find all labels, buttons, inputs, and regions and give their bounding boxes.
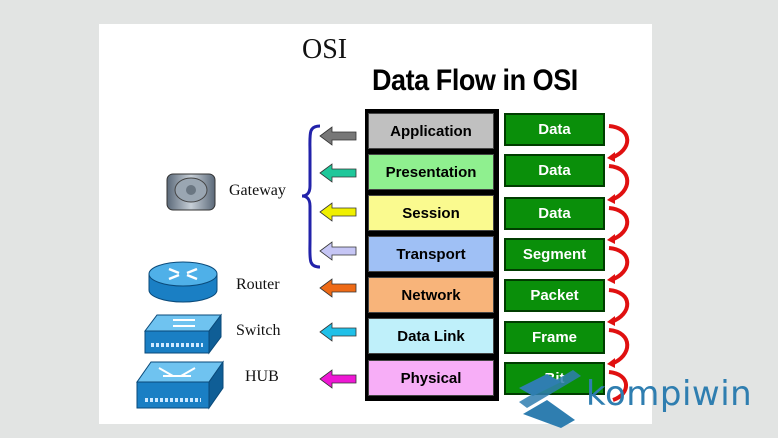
- gateway-device-icon: [166, 173, 216, 211]
- pdu-network: Packet: [504, 279, 605, 312]
- pdu-datalink: Frame: [504, 321, 605, 354]
- switch-device-icon: [144, 313, 222, 355]
- layer-session: Session: [368, 195, 494, 231]
- presentation-arrow: [319, 163, 357, 183]
- switch-label: Switch: [236, 322, 281, 339]
- osi-label: OSI: [302, 34, 348, 65]
- data-flow-curved-arrows-icon: [607, 124, 630, 402]
- kompiwin-logo-text: kompiwin: [586, 374, 753, 414]
- network-arrow: [319, 278, 357, 298]
- hub-device-icon: [136, 360, 224, 410]
- router-label: Router: [236, 276, 280, 293]
- session-arrow: [319, 202, 357, 222]
- gateway-brace: [301, 124, 321, 269]
- layer-datalink: Data Link: [368, 318, 494, 354]
- pdu-presentation: Data: [504, 154, 605, 187]
- pdu-application: Data: [504, 113, 605, 146]
- layer-application: Application: [368, 113, 494, 149]
- router-device-icon: [148, 261, 218, 303]
- transport-arrow: [319, 241, 357, 261]
- datalink-arrow: [319, 322, 357, 342]
- pdu-session: Data: [504, 197, 605, 230]
- pdu-transport: Segment: [504, 238, 605, 271]
- layer-network: Network: [368, 277, 494, 313]
- application-arrow: [319, 126, 357, 146]
- kompiwin-logo-icon: [519, 370, 581, 428]
- physical-arrow: [319, 369, 357, 389]
- gateway-label: Gateway: [229, 182, 286, 199]
- slide-canvas: OSI Data Flow in OSI Gateway Router Swit…: [99, 24, 652, 424]
- hub-label: HUB: [245, 368, 279, 385]
- layer-presentation: Presentation: [368, 154, 494, 190]
- layer-transport: Transport: [368, 236, 494, 272]
- layer-physical: Physical: [368, 360, 494, 396]
- diagram-title: Data Flow in OSI: [372, 64, 578, 97]
